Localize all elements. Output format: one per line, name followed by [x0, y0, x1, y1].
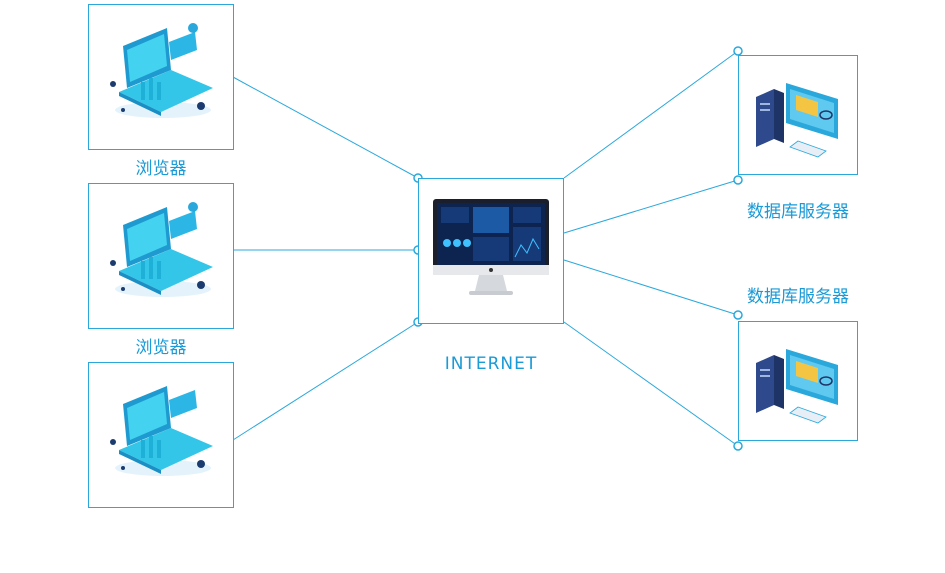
client-box-1 — [88, 4, 234, 150]
server-label-2: 数据库服务器 — [747, 287, 849, 307]
hub-box — [418, 178, 564, 324]
server-box-1 — [738, 55, 858, 175]
client-label-1: 浏览器 — [135, 159, 187, 179]
connector-dot — [733, 46, 743, 56]
link-server-2-bottom — [563, 321, 739, 447]
laptop-analytics-icon — [110, 386, 213, 476]
hub-label: INTERNET — [444, 354, 538, 374]
desktop-monitor-dashboard-icon — [433, 199, 549, 295]
server-label-1: 数据库服务器 — [747, 202, 849, 222]
client-box-2 — [88, 183, 234, 329]
client-label-2: 浏览器 — [135, 338, 187, 358]
server-computer-icon — [756, 349, 838, 424]
link-server-2-top — [563, 259, 739, 316]
link-client-1 — [232, 76, 419, 179]
laptop-analytics-icon — [110, 23, 213, 118]
link-client-3 — [232, 321, 419, 441]
link-server-1-bottom — [563, 179, 739, 234]
laptop-analytics-icon — [110, 202, 213, 297]
connector-dot — [733, 310, 743, 320]
connector-dot — [733, 175, 743, 185]
server-computer-icon — [756, 83, 838, 158]
client-box-3 — [88, 362, 234, 508]
connector-dot — [733, 441, 743, 451]
link-server-1-top — [563, 50, 739, 179]
server-box-2 — [738, 321, 858, 441]
